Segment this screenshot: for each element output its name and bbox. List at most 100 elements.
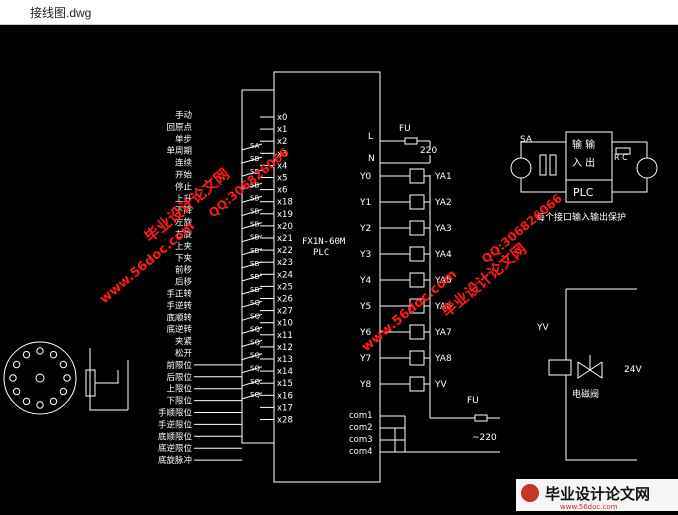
output-coil [409,376,425,392]
input-terminal: x4 [277,161,287,171]
input-label: 上限位 [166,384,192,395]
encoder-hole [59,387,68,396]
input-terminal: x18 [277,198,293,208]
output-load: YA4 [434,250,452,260]
protection-box [565,131,613,203]
output-terminal: Y4 [359,276,371,286]
footer-logo-icon [521,484,539,502]
protection-caption: 每个接口输入输出保护 [536,211,626,223]
output-terminal: Y0 [359,172,371,182]
input-label: 松开 [175,348,193,359]
output-terminal: Y2 [359,224,371,234]
input-label: 底逆转 [166,324,192,335]
output-load: YA7 [434,328,452,338]
fuse-label: FU [399,124,411,134]
output-terminal: Y3 [359,250,371,260]
window-titlebar: 接线图.dwg [0,0,678,25]
terminal-N: N [368,154,375,164]
input-terminal: x5 [277,174,287,184]
protection-box-mid: 入 出 [572,156,595,169]
input-rows: 手动回原点单步单周期连续开始停止上升下降左旋右旋上夹下夹前移后移手正转手逆转底顺… [158,110,293,466]
encoder-hole [22,397,31,406]
input-terminal: x23 [277,258,293,268]
valve-voltage: 24V [624,365,642,375]
input-label: 前限位 [166,360,192,371]
encoder-hole [63,374,71,382]
voltage-ac-label: ~220 [472,433,497,443]
com-terminal: com4 [349,447,373,457]
com-terminal: com1 [349,411,373,421]
input-terminal: x16 [277,391,293,401]
drawing-canvas[interactable]: 手动回原点单步单周期连续开始停止上升下降左旋右旋上夹下夹前移后移手正转手逆转底顺… [0,25,678,511]
output-load: YA2 [434,198,452,208]
input-label: 手顺限位 [158,408,193,419]
input-label: 右旋 [175,229,193,240]
fuse2-label: FU [467,396,479,406]
input-label: 单步 [175,134,192,145]
input-terminal: x21 [277,234,293,244]
plc-subtitle: PLC [313,248,329,258]
output-coil [409,194,425,210]
protection-box-bottom: PLC [573,186,594,199]
input-terminal: x1 [277,125,287,135]
output-coil [409,220,425,236]
input-terminal: x27 [277,307,293,317]
output-load: YA6 [434,302,452,312]
valve-caption: 电磁阀 [572,388,599,400]
input-label: 单周期 [166,146,192,157]
input-terminal: x12 [277,343,293,353]
input-terminal: x2 [277,137,287,147]
input-label: 下夹 [175,253,193,264]
voltage-label: 220 [420,146,437,156]
input-label: 左旋 [175,217,193,228]
input-terminal: x22 [277,246,293,256]
encoder-hole [36,347,44,355]
input-label: 后移 [175,277,193,288]
input-terminal: x19 [277,210,293,220]
input-label: 夹紧 [175,336,192,347]
com-terminal: com3 [349,435,373,445]
input-terminal: x25 [277,282,293,292]
encoder-hole [36,401,44,409]
input-label: 底逆限位 [158,443,193,454]
output-load: YA1 [434,172,452,182]
input-label: 连续 [175,158,193,169]
output-load: YA3 [434,224,452,234]
output-coil [409,272,425,288]
input-label: 手正转 [166,289,192,300]
footer-logo-text: 毕业设计论文网 [545,485,650,503]
output-terminal: Y1 [359,198,371,208]
input-terminal: x13 [277,355,293,365]
plc-model: FX1N-60M [302,237,346,247]
input-terminal: x3 [277,149,287,159]
input-label: 回原点 [166,123,192,133]
output-coil [409,168,425,184]
input-label: 前移 [175,265,193,276]
input-label: 上夹 [175,241,193,252]
footer-logo-box [516,479,678,511]
input-terminal: x10 [277,319,293,329]
output-coils [409,168,430,392]
input-label: 底顺转 [166,312,192,323]
input-terminal: x15 [277,379,293,389]
input-terminal: x20 [277,222,293,232]
encoder-holes [9,347,71,409]
output-terminal: Y5 [359,302,371,312]
encoder-hole [59,360,68,369]
output-load: YA8 [434,354,452,364]
input-terminal: x0 [277,113,287,123]
solenoid-coil [548,359,572,376]
window-title: 接线图.dwg [30,6,92,20]
footer-logo-url: www.56doc.com [560,503,618,511]
encoder-hole [49,397,58,406]
input-terminal: x14 [277,367,293,377]
input-label: 后限位 [166,372,192,383]
output-terminal: Y7 [359,354,371,364]
input-label: 底顺限位 [158,431,193,442]
protection-box-top: 输 输 [572,138,595,151]
input-label: 开始 [175,170,193,181]
wiring-diagram: 手动回原点单步单周期连续开始停止上升下降左旋右旋上夹下夹前移后移手正转手逆转底顺… [3,71,678,511]
rc-label: R C [614,153,628,162]
plc-box [273,71,381,483]
